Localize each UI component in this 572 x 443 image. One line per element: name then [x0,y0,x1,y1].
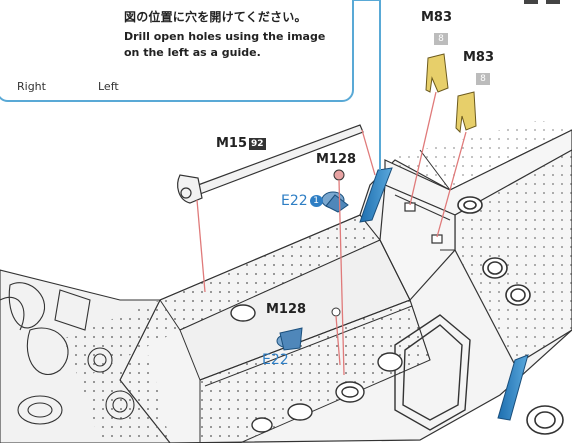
round-holes [457,196,564,435]
corner-mark [524,0,538,4]
part-label-m83-top: M83 [421,10,452,25]
part-label-m128-top: M128 [316,152,356,167]
inner-opening [394,314,471,431]
left-rivets [60,300,180,443]
blue-wedges [359,167,529,421]
part-number-badge: 8 [476,72,490,85]
guide-lines [196,91,467,376]
corner-mark [546,0,560,4]
e22-bottom-part [276,327,303,351]
frame-ribs [199,149,455,387]
part-number-badge: 1 [309,195,323,207]
m128-pin-top [333,169,345,181]
part-code: M83 [421,10,453,25]
part-code: E22 [262,352,289,368]
note-japanese: 図の位置に穴を開けてください。 [124,10,307,24]
label-right: Right [17,80,46,93]
deck-rivet-field [159,214,431,443]
part-badge-m83-right: 8 [474,68,490,87]
rear-box-rivets [385,120,572,365]
lower-panel-holes [230,304,403,433]
label-left: Left [98,80,119,93]
note-english-line1: Drill open holes using the image [124,30,326,43]
part-code: M128 [316,152,357,167]
part-label-m83-right: M83 [463,50,494,65]
part-code: M15 [216,136,248,151]
part-code: M83 [463,50,495,65]
part-code: E22 [281,193,308,209]
m83-part-top [425,53,449,93]
m128-pin-mid [331,307,341,317]
note-english-line2: on the left as a guide. [124,46,261,59]
part-number-badge: 92 [249,137,266,150]
instruction-note [0,0,354,102]
part-number-badge: 8 [434,32,448,45]
part-code: M128 [266,302,307,317]
part-label-e22-bottom: E22 [262,352,289,368]
part-badge-m83-top: 8 [432,28,448,47]
note-leader [354,0,381,170]
e22-top-part [321,191,349,213]
m83-part-right [455,91,477,134]
part-label-m128-mid: M128 [266,302,306,317]
